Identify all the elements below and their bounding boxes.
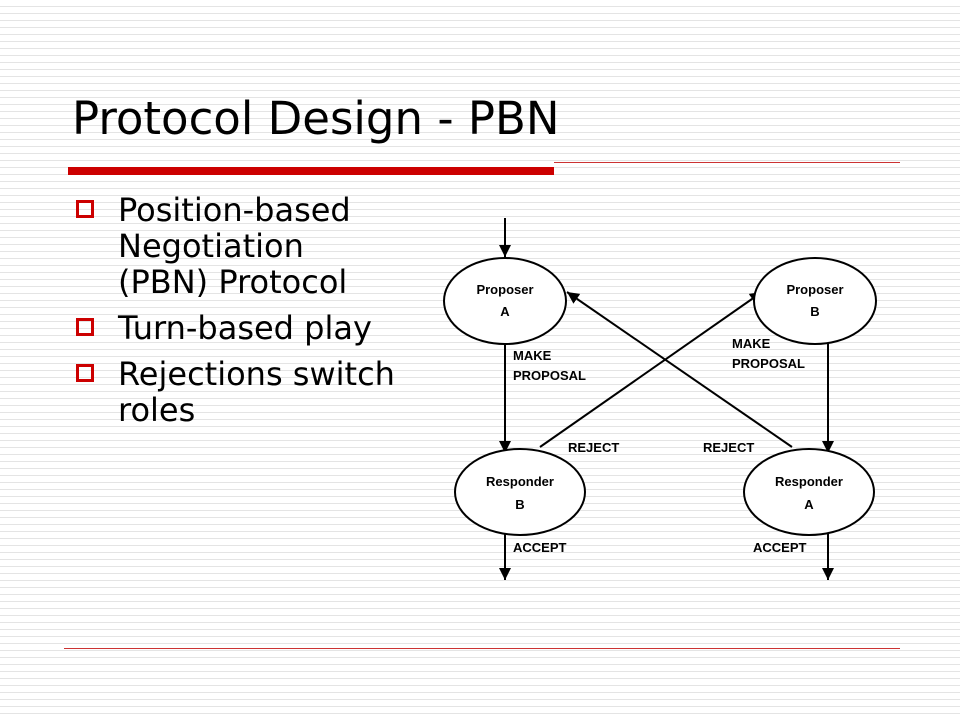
node-responder-b: [454, 448, 586, 536]
arrow-responder-b-reject-to-proposer-b: [539, 291, 763, 448]
edge-label-accept-left: ACCEPT: [513, 540, 567, 555]
slide-title: Protocol Design - PBN: [72, 92, 560, 145]
square-bullet-icon: [76, 200, 94, 218]
title-underline-thick: [68, 167, 554, 175]
edge-label-make-right-1: MAKE: [732, 336, 771, 351]
edge-label-make-left-1: MAKE: [513, 348, 552, 363]
edge-label-reject-right: REJECT: [703, 440, 754, 455]
bullet-item: Turn-based play: [72, 310, 402, 346]
square-bullet-icon: [76, 364, 94, 382]
bullet-text: Turn-based play: [118, 309, 372, 347]
node-responder-a: [743, 448, 875, 536]
edge-label-reject-left: REJECT: [568, 440, 619, 455]
bullet-text: Rejections switch roles: [118, 355, 395, 429]
node-responder-a-letter: A: [804, 497, 814, 512]
edge-label-accept-right: ACCEPT: [753, 540, 807, 555]
node-proposer-a-label: Proposer: [476, 282, 533, 297]
node-proposer-a-letter: A: [500, 304, 510, 319]
node-proposer-b-letter: B: [810, 304, 819, 319]
footer-divider: [64, 648, 900, 649]
title-underline-thin: [554, 162, 900, 163]
bullet-item: Position-based Negotiation (PBN) Protoco…: [72, 192, 402, 300]
node-proposer-b-label: Proposer: [786, 282, 843, 297]
node-responder-b-letter: B: [515, 497, 524, 512]
bullet-text: Position-based Negotiation (PBN) Protoco…: [118, 191, 351, 301]
node-responder-b-label: Responder: [486, 474, 554, 489]
bullet-item: Rejections switch roles: [72, 356, 402, 428]
arrow-responder-a-reject-to-proposer-a: [566, 291, 793, 448]
node-proposer-b: [753, 257, 877, 345]
bullet-list: Position-based Negotiation (PBN) Protoco…: [72, 192, 402, 438]
edge-label-make-left-2: PROPOSAL: [513, 368, 586, 383]
square-bullet-icon: [76, 318, 94, 336]
node-proposer-a: [443, 257, 567, 345]
edge-label-make-right-2: PROPOSAL: [732, 356, 805, 371]
node-responder-a-label: Responder: [775, 474, 843, 489]
